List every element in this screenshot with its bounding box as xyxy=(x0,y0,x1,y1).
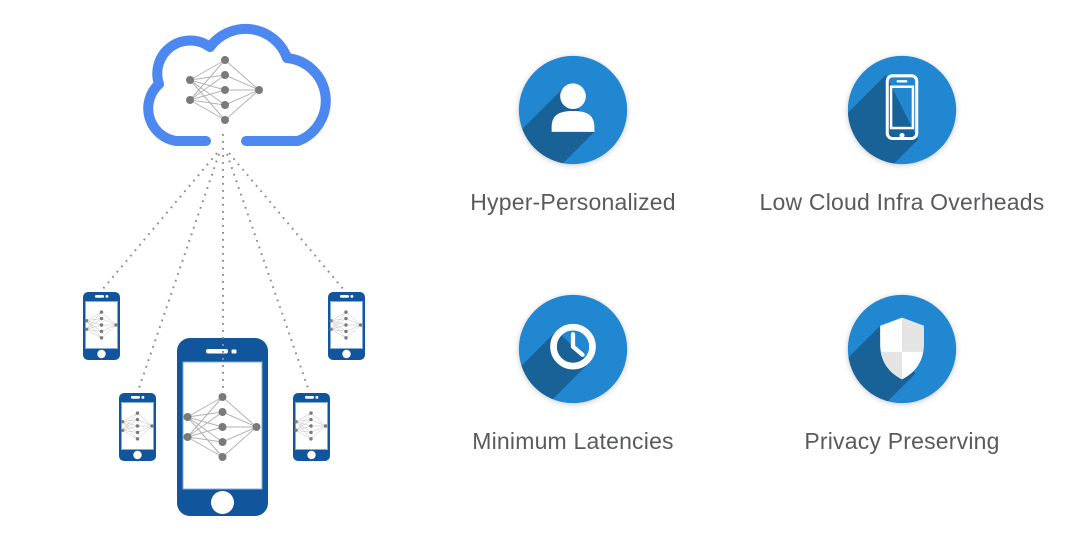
feature-label: Hyper-Personalized xyxy=(470,189,676,215)
cloud-neural-network xyxy=(185,55,264,125)
cloud-icon xyxy=(143,23,331,146)
feature-minimum-latencies: Minimum Latencies xyxy=(413,292,733,455)
feature-label: Privacy Preserving xyxy=(804,428,1000,454)
smartphone-icon xyxy=(847,55,957,165)
dotted-links xyxy=(101,134,345,392)
shield-icon xyxy=(847,294,957,404)
feature-label: Low Cloud Infra Overheads xyxy=(759,189,1045,215)
feature-low-cloud-infra-overheads: Low Cloud Infra Overheads xyxy=(742,53,1062,216)
federated-learning-diagram xyxy=(82,23,366,516)
clock-icon xyxy=(518,294,628,404)
feature-hyper-personalized: Hyper-Personalized xyxy=(413,53,733,216)
person-icon xyxy=(518,55,628,165)
feature-label: Minimum Latencies xyxy=(472,428,674,454)
feature-privacy-preserving: Privacy Preserving xyxy=(742,292,1062,455)
